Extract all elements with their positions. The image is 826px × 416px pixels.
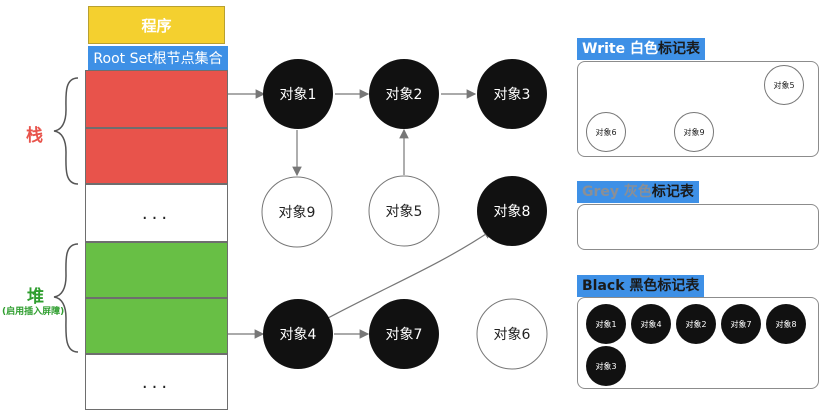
node-obj5: 对象5 (368, 175, 440, 247)
black-item-obj3: 对象3 (586, 346, 626, 386)
black-title-en: Black (582, 278, 625, 294)
white-item-obj9: 对象9 (674, 112, 714, 152)
stack-label: 栈 (26, 126, 43, 146)
black-item-obj7: 对象7 (721, 304, 761, 344)
heap-ellipsis-cell: ... (85, 354, 228, 410)
black-title-suffix: 标记表 (657, 278, 700, 294)
node-obj7: 对象7 (369, 299, 439, 369)
grey-title-en: Grey (582, 184, 620, 200)
grey-table-title: Grey 灰色标记表 (577, 181, 699, 203)
program-box: 程序 (88, 6, 225, 44)
black-table-title: Black 黑色标记表 (577, 275, 705, 297)
root-set-header: Root Set根节点集合 (88, 46, 228, 70)
stack-brace (53, 77, 79, 185)
white-table-panel: 对象5 对象6 对象9 (577, 61, 819, 157)
heap-sub-label: (启用插入屏障) (2, 307, 65, 317)
grey-title-suffix: 标记表 (651, 184, 694, 200)
ellipsis-text: ... (141, 371, 172, 393)
node-obj5-label: 对象5 (386, 204, 423, 220)
node-obj7-label: 对象7 (386, 327, 423, 343)
white-title-color: 白色 (629, 41, 658, 57)
node-obj9: 对象9 (261, 176, 333, 248)
node-obj3: 对象3 (477, 59, 547, 129)
black-table-panel: 对象1 对象4 对象2 对象7 对象8 对象3 (577, 297, 819, 389)
stack-ellipsis-cell: ... (85, 184, 228, 242)
node-obj4-label: 对象4 (280, 327, 317, 343)
node-obj6-label: 对象6 (494, 327, 531, 343)
node-obj8: 对象8 (477, 176, 547, 246)
node-obj3-label: 对象3 (494, 87, 531, 103)
ellipsis-text: ... (141, 202, 172, 224)
black-item-obj8: 对象8 (766, 304, 806, 344)
heap-cell-1 (85, 242, 228, 298)
black-item-obj4: 对象4 (631, 304, 671, 344)
node-obj9-label: 对象9 (279, 205, 316, 221)
black-title-color: 黑色 (629, 278, 658, 294)
white-item-obj6: 对象6 (586, 112, 626, 152)
node-obj4: 对象4 (263, 299, 333, 369)
heap-cell-2 (85, 298, 228, 354)
node-obj6: 对象6 (476, 298, 548, 370)
stack-cell-2 (85, 128, 228, 184)
node-obj1-label: 对象1 (280, 87, 317, 103)
node-obj1: 对象1 (263, 59, 333, 129)
stack-cell-1 (85, 70, 228, 128)
grey-table-panel (577, 204, 819, 250)
node-obj2: 对象2 (369, 59, 439, 129)
heap-brace (53, 243, 79, 353)
heap-label: 堆 (27, 287, 44, 307)
black-item-obj1: 对象1 (586, 304, 626, 344)
black-item-obj2: 对象2 (676, 304, 716, 344)
white-item-obj5: 对象5 (764, 65, 804, 105)
node-obj2-label: 对象2 (386, 87, 423, 103)
white-title-en: Write (582, 41, 626, 57)
white-table-title: Write 白色标记表 (577, 38, 705, 60)
node-obj8-label: 对象8 (494, 204, 531, 220)
edge-obj4-obj8 (327, 229, 493, 319)
grey-title-color: 灰色 (623, 184, 652, 200)
white-title-suffix: 标记表 (657, 41, 700, 57)
